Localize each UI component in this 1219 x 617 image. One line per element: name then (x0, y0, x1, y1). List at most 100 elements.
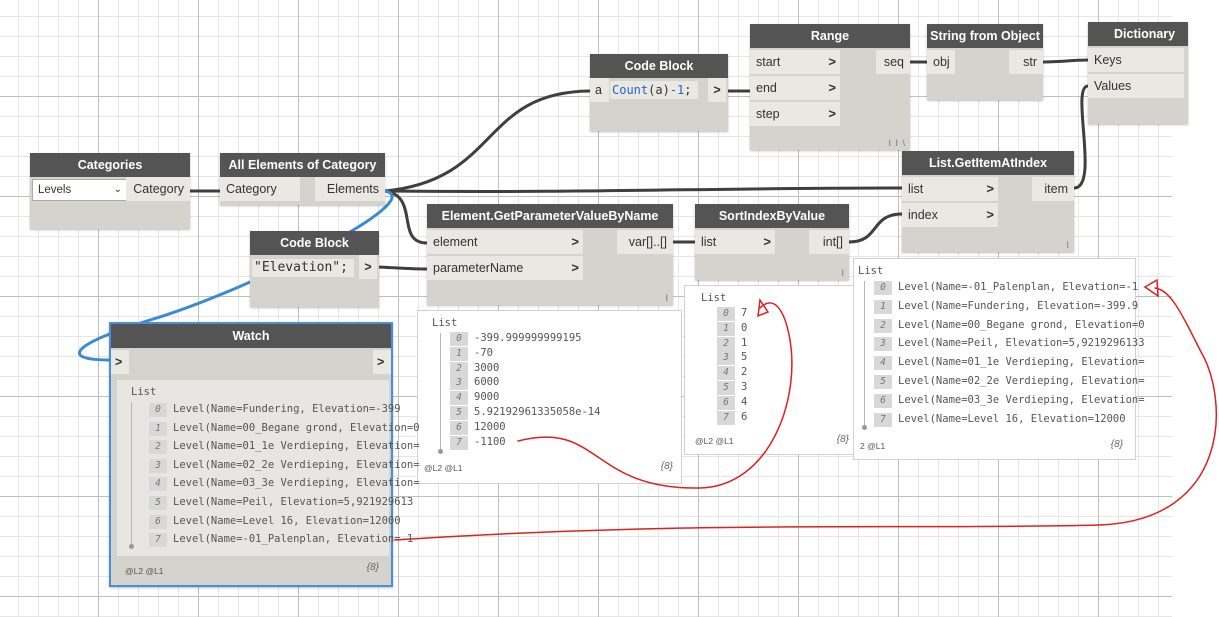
list-value: 6 (741, 410, 748, 423)
chevron-right-icon: > (828, 106, 836, 121)
in-port-element[interactable]: element > (427, 230, 583, 254)
chevron-right-icon: > (828, 80, 836, 95)
list-index: 6 (874, 393, 892, 408)
in-port-end[interactable]: end > (750, 76, 840, 100)
tree-line (440, 333, 441, 453)
in-port-keys[interactable]: Keys (1088, 48, 1184, 72)
list-value: Level(Name=03_3e Verdieping, Elevation= (173, 477, 420, 490)
out-port-category[interactable]: Category (126, 177, 190, 201)
in-port-step[interactable]: step > (750, 102, 840, 126)
in-port-list[interactable]: list> (695, 230, 775, 254)
in-port-a[interactable]: a (590, 78, 609, 102)
out-port-str[interactable]: str (1009, 50, 1043, 74)
node-title: Dictionary (1088, 22, 1188, 46)
node-title: SortIndexByValue (695, 204, 849, 228)
port-label: list (908, 182, 924, 196)
code-editor[interactable]: Count(a)-1; (610, 81, 698, 99)
in-port-parametername[interactable]: parameterName> (427, 256, 583, 280)
list-value: 5.92192961335058e-14 (474, 406, 601, 418)
in-port-values[interactable]: Values (1088, 74, 1184, 98)
chevron-right-icon: > (986, 207, 994, 222)
chevron-right-icon: > (986, 181, 994, 196)
list-value: -1100 (474, 435, 506, 448)
node-all-elements-of-category[interactable]: All Elements of Category Category Elemen… (220, 153, 385, 205)
port-label: step (756, 107, 780, 121)
code-editor[interactable]: "Elevation"; (252, 259, 354, 277)
list-value: -399.999999999195 (474, 332, 582, 344)
port-label: list (701, 235, 717, 249)
chevron-right-icon: > (828, 54, 836, 69)
out-port[interactable]: > (373, 350, 391, 374)
out-port-seq[interactable]: seq (876, 50, 910, 74)
out-port-result[interactable]: > (708, 78, 726, 102)
list-value: 3000 (474, 361, 500, 374)
node-code-block-count[interactable]: Code Block a Count(a)-1; > (590, 54, 728, 131)
list-value: Level(Name=Level 16, Elevation=12000 (173, 514, 401, 527)
node-title: Watch (111, 324, 391, 348)
port-label: end (756, 81, 777, 95)
list-title: List (131, 386, 157, 398)
code-end: ; (684, 83, 692, 97)
in-port-list[interactable]: list > (902, 177, 998, 201)
node-dictionary[interactable]: Dictionary Keys Values (1088, 22, 1188, 124)
list-item: 4 Level(Name=03_3e Verdieping, Elevation= (149, 474, 420, 492)
in-port-category[interactable]: Category (220, 177, 300, 201)
category-dropdown[interactable]: Levels ⌄ (32, 179, 127, 201)
node-list-getitematindex[interactable]: List.GetItemAtIndex list > index> item I (902, 151, 1074, 252)
list-index: 5 (874, 375, 892, 389)
out-port-elements[interactable]: Elements (315, 177, 385, 201)
lacing-indicator: I (1066, 240, 1070, 250)
code-arg: (a) (648, 83, 670, 97)
list-index: 7 (874, 412, 892, 427)
node-sortindexbyvalue[interactable]: SortIndexByValue list> int[] I (695, 204, 849, 280)
list-value: 12000 (474, 420, 506, 433)
list-index: 2 (874, 318, 892, 333)
list-value: Level(Name=Fundering, Elevation=-399.9 (898, 299, 1139, 312)
list-index: 6 (149, 514, 167, 529)
chevron-right-icon: > (571, 234, 579, 249)
node-title: Element.GetParameterValueByName (427, 204, 673, 228)
node-range[interactable]: Range start> end> step> seq I I \ (750, 24, 910, 150)
in-port-index[interactable]: index> (902, 203, 998, 227)
node-element-getparametervaluebyname[interactable]: Element.GetParameterValueByName element >… (427, 204, 673, 305)
chevron-down-icon: ⌄ (113, 184, 122, 195)
list-value: 9000 (474, 391, 500, 404)
list-value: Level(Name=Fundering, Elevation=-399 (173, 403, 401, 415)
tree-end-dot (438, 449, 443, 454)
in-port-start[interactable]: start> (750, 50, 840, 74)
out-port-item[interactable]: item (1032, 177, 1074, 201)
out-port-result[interactable]: > (359, 255, 377, 279)
list-index: 4 (149, 477, 167, 492)
node-title: List.GetItemAtIndex (902, 151, 1074, 175)
list-value: 0 (741, 321, 748, 334)
list-value: 4 (741, 395, 748, 408)
list-value: 6000 (474, 376, 500, 389)
list-index: 4 (874, 356, 892, 371)
in-port[interactable]: > (111, 350, 129, 374)
item-count: {8} (1110, 439, 1123, 450)
code-string: "Elevation"; (254, 260, 348, 275)
list-value: Level(Name=03_3e Verdieping, Elevation= (898, 393, 1145, 406)
out-port-int[interactable]: int[] (809, 230, 849, 254)
lacing-indicator: I (665, 293, 669, 303)
list-value: 3 (741, 381, 748, 393)
list-value: Level(Name=01_1e Verdieping, Elevation= (898, 356, 1145, 369)
in-port-obj[interactable]: obj (927, 50, 955, 74)
node-string-from-object[interactable]: String from Object obj str (927, 24, 1043, 100)
node-code-block-elevation[interactable]: Code Block "Elevation"; > (250, 231, 379, 307)
code-op: -1 (669, 83, 685, 97)
node-title: Code Block (250, 231, 379, 255)
out-port-var[interactable]: var[]..[] (617, 230, 673, 254)
list-value: Level(Name=02_2e Verdieping, Elevation= (173, 458, 420, 471)
chevron-right-icon: > (571, 260, 579, 275)
port-label: element (433, 235, 478, 249)
node-categories[interactable]: Categories Levels ⌄ Category (30, 153, 190, 229)
